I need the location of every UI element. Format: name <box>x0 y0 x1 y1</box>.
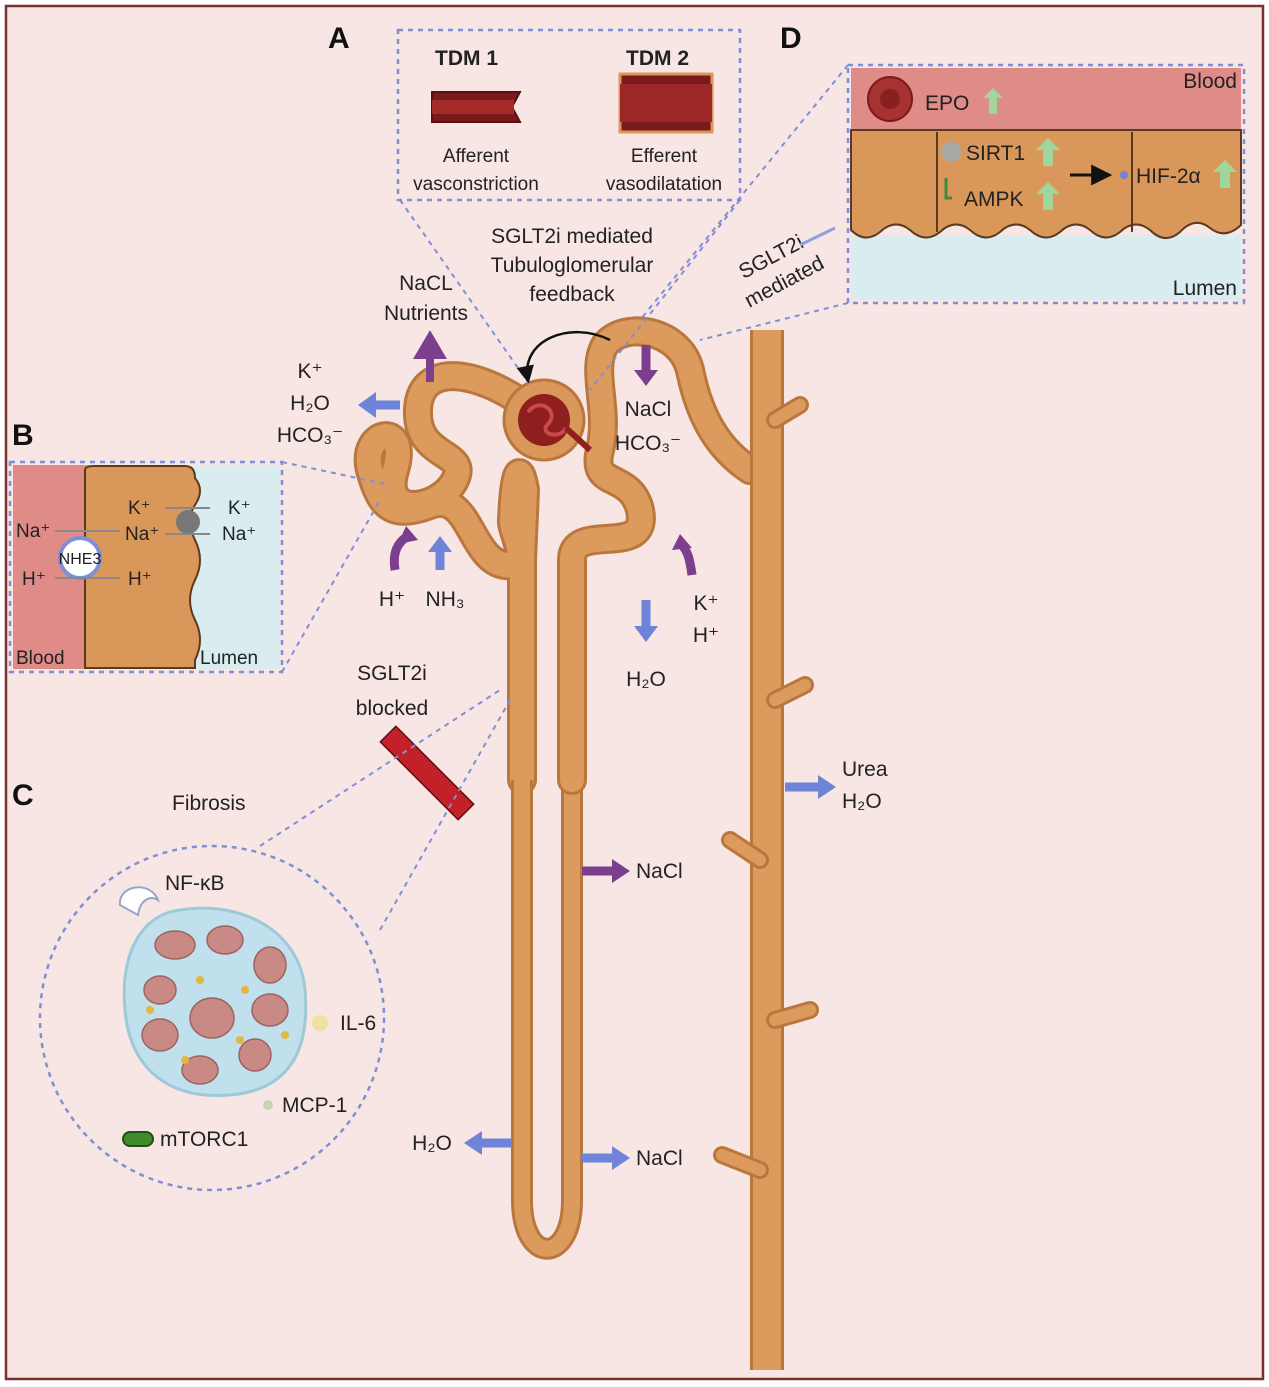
cd-h2o: H₂O <box>842 790 882 813</box>
blue-arrow-icon <box>818 775 836 799</box>
il6-icon <box>312 1015 328 1031</box>
nephron-tubule <box>353 316 819 1370</box>
dct-h: H⁺ <box>693 624 719 647</box>
dct-water: H₂O <box>626 668 666 691</box>
feedback-annotation: SGLT2i mediated Tubuloglomerular feedbac… <box>491 225 654 384</box>
panel-d-blood <box>851 68 1241 130</box>
b-lumen-label: Lumen <box>200 648 258 669</box>
pct-h2o: H₂O <box>290 392 330 415</box>
dct-hco3: HCO₃⁻ <box>615 432 681 455</box>
panel-c-circle <box>38 844 386 1192</box>
panel-d-letter: D <box>780 22 802 55</box>
pct-k: K⁺ <box>297 360 322 383</box>
b-k-lumen: K⁺ <box>228 498 251 519</box>
panel-c: C Fibrosis SGLT2i blocked NF-κB IL-6 MCP… <box>12 662 511 1192</box>
blue-arrow-icon <box>358 392 376 418</box>
panel-b-letter: B <box>12 419 34 452</box>
b-na-cell: Na⁺ <box>125 524 159 545</box>
afferent-lumen <box>432 100 514 114</box>
mtorc1-label: mTORC1 <box>160 1128 248 1151</box>
tdm1-caption-line1: Afferent <box>443 146 510 167</box>
b-na-lumen: Na⁺ <box>222 524 256 545</box>
nhe3-label: NHE3 <box>59 551 102 568</box>
potassium-channel-icon <box>176 510 200 534</box>
b-h-cell: H⁺ <box>128 569 152 590</box>
loop-nacl-mid: NaCl <box>636 860 683 883</box>
panel-b: B NHE3 Na⁺ H⁺ K⁺ Na⁺ H⁺ K⁺ Na⁺ Blood Lum… <box>8 419 391 674</box>
b-h-blood: H⁺ <box>22 569 46 590</box>
sirt1-up-arrow-icon <box>1036 138 1060 166</box>
pct-nh-label: NH₃ <box>426 588 465 611</box>
blue-arrow-icon <box>428 536 452 552</box>
hif-label: HIF-2α <box>1136 165 1201 188</box>
nfkb-label: NF-κB <box>165 872 225 895</box>
panel-d-lumen <box>851 235 1241 300</box>
purple-arrow-icon <box>413 330 447 382</box>
proximal-cell <box>84 465 201 669</box>
b-blood-label: Blood <box>16 648 65 669</box>
purple-arrow-icon <box>612 859 630 883</box>
feedback-line3: feedback <box>529 283 615 306</box>
nfkb-icon <box>118 886 161 917</box>
tdm2-caption-line1: Efferent <box>631 146 698 167</box>
purple-arrow-icon <box>634 370 658 386</box>
panel-a: A TDM 1 TDM 2 Afferent vasconstriction E… <box>328 22 742 391</box>
d-lumen-label: Lumen <box>1173 277 1237 300</box>
epo-up-arrow-icon <box>983 88 1003 114</box>
efferent-lumen <box>620 84 712 122</box>
tissue-cells <box>141 925 289 1085</box>
blue-arrow-icon <box>464 1131 482 1155</box>
blue-arrow-icon <box>634 626 658 642</box>
pct-h-label: H⁺ <box>379 588 405 611</box>
dct-nacl: NaCl <box>625 398 672 421</box>
epo-label: EPO <box>925 92 969 115</box>
blue-arrow-icon <box>612 1146 630 1170</box>
il6-label: IL-6 <box>340 1012 376 1035</box>
feedback-arrow-icon <box>516 330 611 384</box>
pct-hco3: HCO₃⁻ <box>277 424 343 447</box>
sirt1-icon <box>941 142 961 162</box>
ampk-icon <box>944 178 952 200</box>
panel-d-box <box>846 63 1246 305</box>
panel-b-lumen <box>190 465 280 669</box>
mcp1-label: MCP-1 <box>282 1094 347 1117</box>
tdm2-label: TDM 2 <box>626 47 689 70</box>
panel-a-letter: A <box>328 22 350 55</box>
fibroblast-dots <box>146 976 289 1064</box>
panel-a-box <box>396 28 742 202</box>
mcp1-icon <box>263 1100 273 1110</box>
d-blood-label: Blood <box>1183 70 1237 93</box>
transport-annotations: NaCL Nutrients K⁺ H₂O HCO₃⁻ H⁺ NH₃ NaCl … <box>277 272 888 1170</box>
panel-a-zoom-line-2 <box>589 199 741 391</box>
b-k-cell: K⁺ <box>128 498 151 519</box>
fibrosis-label: Fibrosis <box>172 792 246 815</box>
feedback-line2: Tubuloglomerular <box>491 254 654 277</box>
nacl-line: NaCL <box>399 272 453 295</box>
ampk-label: AMPK <box>964 188 1024 211</box>
loop-nacl-bottom: NaCl <box>636 1147 683 1170</box>
panel-c-letter: C <box>12 779 34 812</box>
b-na-blood: Na⁺ <box>16 521 50 542</box>
tdm2-caption-line2: vasodilatation <box>606 174 722 195</box>
purple-arrow-icon <box>672 534 692 550</box>
feedback-line1: SGLT2i mediated <box>491 225 653 248</box>
dct-k: K⁺ <box>693 592 718 615</box>
cd-urea: Urea <box>842 758 888 781</box>
d-pointer-arrow-icon <box>799 226 836 247</box>
tdm1-label: TDM 1 <box>435 47 498 70</box>
loop-water-bottom: H₂O <box>412 1132 452 1155</box>
inhibition-bar-icon <box>379 725 475 821</box>
panel-a-zoom-line <box>399 199 531 386</box>
nutrients-line: Nutrients <box>384 302 468 325</box>
ampk-up-arrow-icon <box>1036 182 1060 210</box>
tdm1-caption-line2: vasconstriction <box>413 174 539 195</box>
purple-arrow-icon <box>398 526 418 544</box>
hif-up-arrow-icon <box>1213 160 1237 188</box>
blocked-line1: SGLT2i <box>357 662 427 685</box>
blocked-line2: blocked <box>356 697 428 720</box>
mtorc1-icon <box>122 1131 154 1147</box>
sirt1-label: SIRT1 <box>966 142 1025 165</box>
panel-d: D EPO SIRT1 AMPK HIF-2α Blood Lumen SGLT… <box>639 22 1246 341</box>
